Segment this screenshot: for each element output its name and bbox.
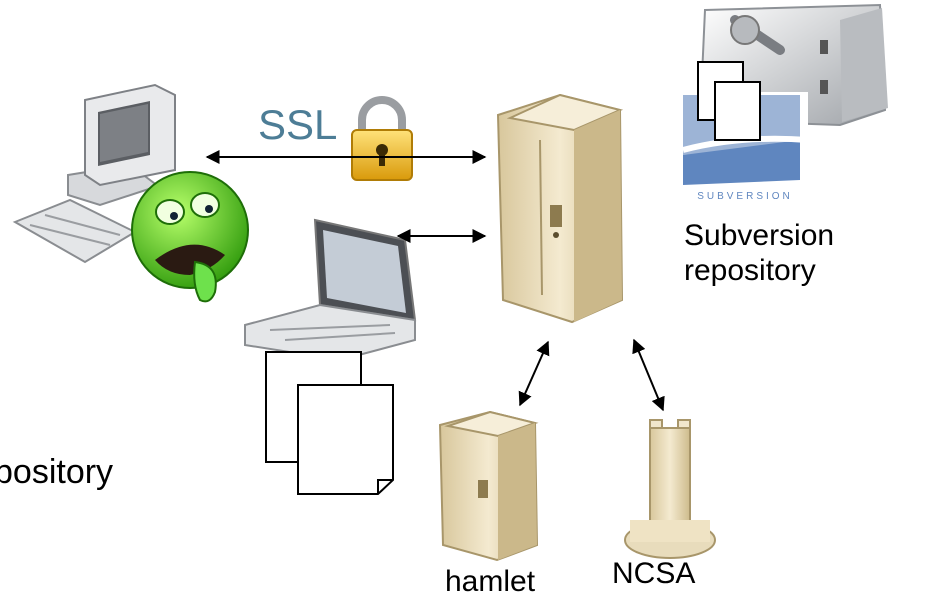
- sick-smiley-icon: [131, 171, 249, 303]
- server-tower-icon: [438, 410, 539, 562]
- laptop-icon: [244, 218, 417, 362]
- desktop-computer-icon: [12, 83, 176, 264]
- document-stack-icon: [697, 61, 761, 141]
- ncsa-machine-icon: [624, 419, 716, 559]
- padlock-icon: [351, 96, 413, 181]
- ssl-label: SSL: [258, 101, 338, 148]
- hamlet-label: hamlet: [445, 565, 536, 598]
- repository-caption-line2: repository: [684, 254, 816, 288]
- repository-caption-line1: Subversion: [684, 219, 835, 252]
- server-tower-icon: [496, 93, 624, 324]
- document-stack-icon: [265, 351, 394, 495]
- subversion-repository-caption: Subversion repository: [684, 218, 834, 289]
- ncsa-label: NCSA: [612, 557, 696, 590]
- subversion-logo-text: SUBVERSION: [697, 191, 793, 202]
- hamlet-connection-arrow: [518, 340, 550, 407]
- partial-background-text: pository: [0, 453, 114, 491]
- connection-arrows: [205, 150, 665, 412]
- ncsa-connection-arrow: [632, 338, 665, 412]
